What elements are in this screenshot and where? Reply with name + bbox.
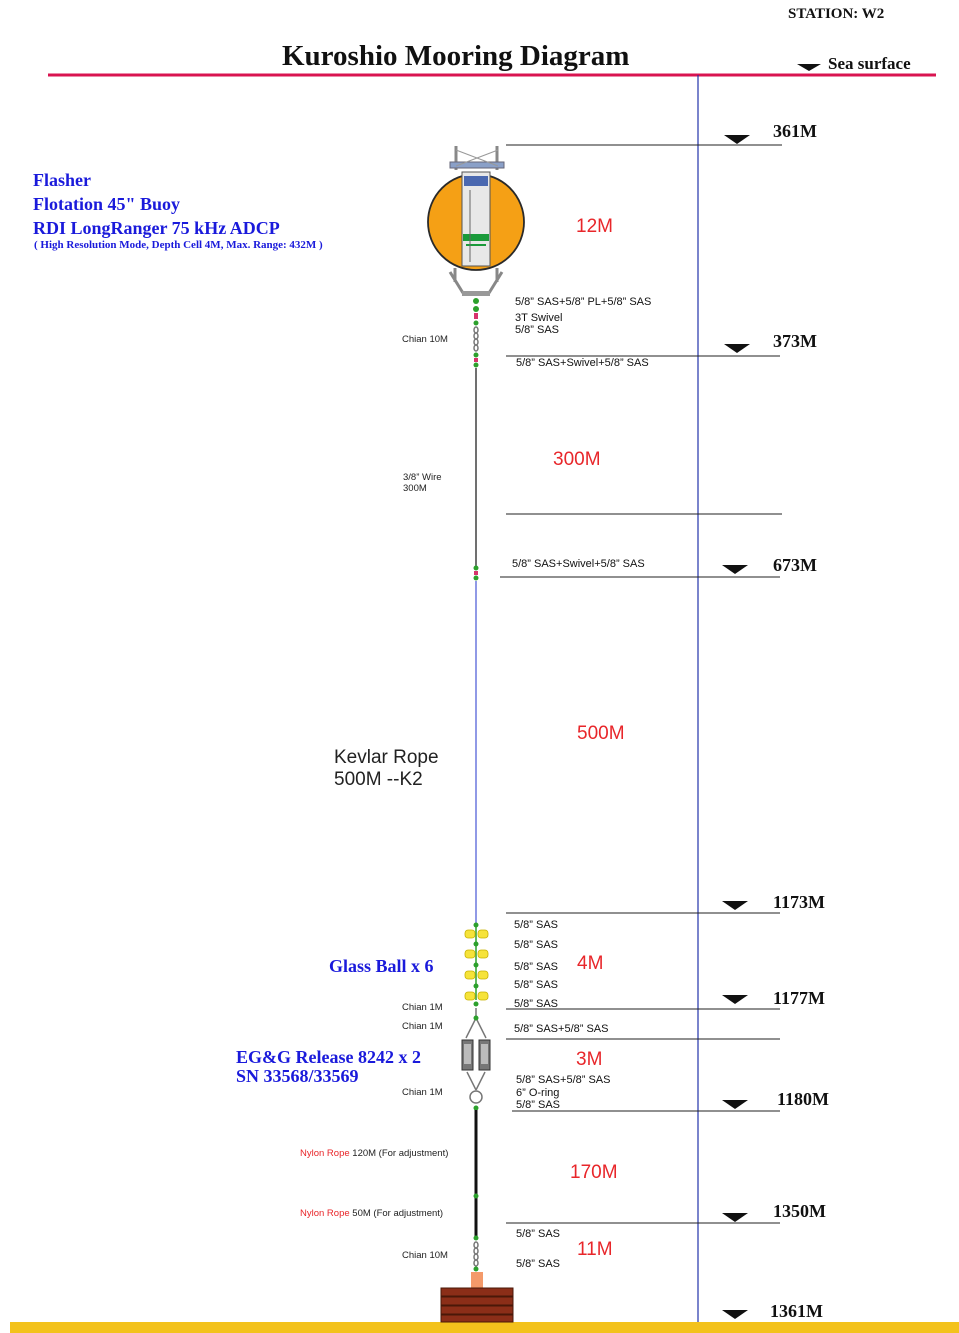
chain-label: Chian 1M [402, 1021, 443, 1032]
connector-label: 5/8” SAS+5/8” SAS [514, 1023, 609, 1035]
adcp-note: ( High Resolution Mode, Depth Cell 4M, M… [34, 239, 323, 251]
station-label: STATION: W2 [788, 6, 885, 22]
depth-label: 673M [773, 555, 817, 575]
depth-label: 1173M [773, 892, 825, 912]
sea-surface-marker [797, 64, 821, 71]
connector-label: 5/8” SAS+5/8” PL+5/8” SAS [515, 296, 652, 308]
depth-label: 1180M [777, 1089, 829, 1109]
segment-length: 500M [577, 723, 625, 744]
connector-label: 5/8” SAS [516, 1258, 561, 1270]
chain-label: Chian 1M [402, 1087, 443, 1098]
segment-length: 300M [553, 449, 601, 470]
connector-label: 5/8” SAS [514, 939, 559, 951]
shackle [473, 298, 479, 304]
connector-label: 5/8” SAS+Swivel+5/8” SAS [516, 357, 649, 369]
connector-label: 5/8” SAS [514, 979, 559, 991]
depth-label: 1350M [773, 1201, 826, 1221]
nylon-120-label: Nylon Rope 120M (For adjustment) [300, 1148, 449, 1159]
segment-length: 12M [576, 216, 613, 237]
flotation-buoy [427, 146, 525, 296]
connector-label: 5/8” SAS [515, 324, 560, 336]
connector-label: 5/8” SAS+5/8” SAS [516, 1074, 611, 1086]
glass-balls [464, 922, 489, 1007]
connector-label: 5/8” SAS [514, 919, 559, 931]
connector-label: 5/8” SAS [514, 961, 559, 973]
depth-label: 1177M [773, 988, 825, 1008]
depth-label: 361M [773, 121, 817, 141]
wire-label: 3/8” Wire [403, 472, 442, 483]
chain-10m-bottom [473, 1241, 479, 1267]
chain-label: Chian 10M [402, 1250, 448, 1261]
release-label: EG&G Release 8242 x 2 [236, 1047, 421, 1067]
kevlar-label: Kevlar Rope [334, 747, 439, 768]
segment-length: 170M [570, 1162, 618, 1183]
glass-ball-label: Glass Ball x 6 [329, 956, 434, 976]
depth-markers [722, 135, 750, 1319]
sea-surface-label: Sea surface [828, 54, 911, 73]
anchor-weight [440, 1272, 514, 1323]
flotation-label: Flotation 45" Buoy [33, 194, 181, 214]
connector-label: 5/8” SAS+Swivel+5/8” SAS [512, 558, 645, 570]
segment-length: 11M [577, 1239, 613, 1260]
depth-label: 1361M [770, 1301, 823, 1321]
kevlar-length-label: 500M --K2 [334, 769, 423, 790]
release-bridle [465, 1008, 487, 1039]
release-sn-label: SN 33568/33569 [236, 1066, 359, 1086]
adcp-label: RDI LongRanger 75 kHz ADCP [33, 218, 280, 238]
connector-label: 5/8” SAS [516, 1228, 561, 1240]
connector-label: 5/8” SAS [514, 998, 559, 1010]
connector-label: 5/8” SAS [516, 1099, 561, 1111]
page-title: Kuroshio Mooring Diagram [282, 40, 630, 72]
acoustic-releases [461, 1039, 491, 1071]
seafloor-band [10, 1322, 959, 1333]
flasher-label: Flasher [33, 170, 91, 190]
connector-label: 6” O-ring [516, 1087, 560, 1099]
chain-10m-top [473, 326, 479, 352]
nylon-50-label: Nylon Rope 50M (For adjustment) [300, 1208, 444, 1219]
wire-length-label: 300M [403, 483, 427, 494]
segment-length: 3M [576, 1049, 603, 1070]
depth-label: 373M [773, 331, 817, 351]
segment-length: 4M [577, 953, 604, 974]
chain-label: Chian 1M [402, 1002, 443, 1013]
chain-label: Chian 10M [402, 334, 448, 345]
connector-label: 3T Swivel [515, 312, 563, 324]
